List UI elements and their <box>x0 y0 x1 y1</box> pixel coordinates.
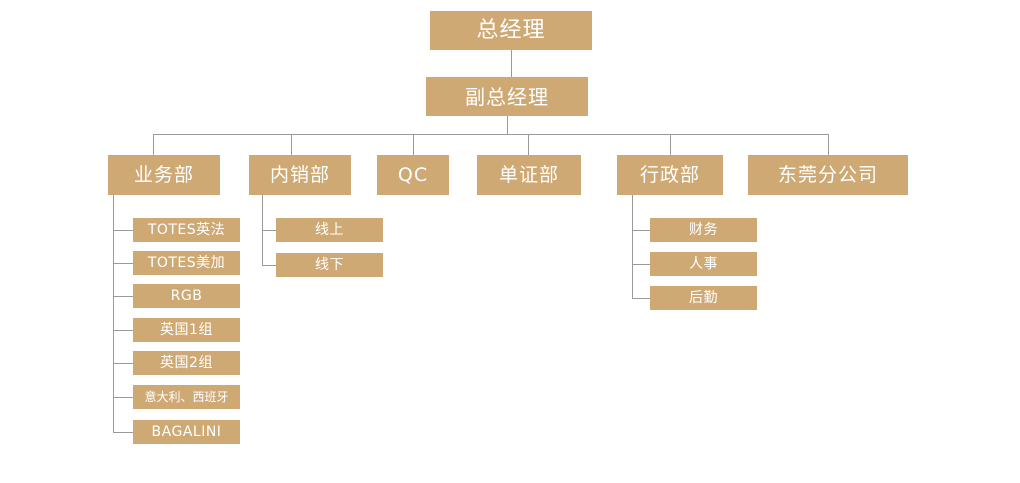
connector-root-to-deputy <box>511 50 512 77</box>
node-logistics[interactable]: 后勤 <box>650 286 757 310</box>
drop-to-dongguan-branch <box>828 134 829 155</box>
stub-admin-child-1 <box>632 230 650 231</box>
drop-to-domestic-dept <box>291 134 292 155</box>
spine-admin-dept <box>632 195 633 299</box>
node-general-manager[interactable]: 总经理 <box>430 11 592 50</box>
node-qc-dept[interactable]: QC <box>377 155 449 195</box>
stub-domestic-child-1 <box>262 230 276 231</box>
node-uk-group-1[interactable]: 英国1组 <box>133 318 240 342</box>
node-documents-dept[interactable]: 单证部 <box>477 155 581 195</box>
node-online-sales[interactable]: 线上 <box>276 218 383 242</box>
node-business-dept[interactable]: 业务部 <box>108 155 220 195</box>
node-totes-uk-france[interactable]: TOTES英法 <box>133 218 240 242</box>
drop-to-documents-dept <box>528 134 529 155</box>
stub-business-child-3 <box>113 296 133 297</box>
spine-business-dept <box>113 195 114 433</box>
node-bagalini[interactable]: BAGALINI <box>133 420 240 444</box>
stub-business-child-7 <box>113 432 133 433</box>
drop-to-business-dept <box>153 134 154 155</box>
node-finance[interactable]: 财务 <box>650 218 757 242</box>
node-italy-spain[interactable]: 意大利、西班牙 <box>133 385 240 409</box>
stub-business-child-1 <box>113 230 133 231</box>
node-totes-us-canada[interactable]: TOTES美加 <box>133 251 240 275</box>
stub-admin-child-2 <box>632 264 650 265</box>
node-dongguan-branch[interactable]: 东莞分公司 <box>748 155 908 195</box>
node-domestic-sales-dept[interactable]: 内销部 <box>249 155 351 195</box>
node-uk-group-2[interactable]: 英国2组 <box>133 351 240 375</box>
stub-domestic-child-2 <box>262 265 276 266</box>
node-human-resources[interactable]: 人事 <box>650 252 757 276</box>
drop-to-qc-dept <box>413 134 414 155</box>
stub-business-child-6 <box>113 397 133 398</box>
stub-admin-child-3 <box>632 298 650 299</box>
stub-business-child-4 <box>113 330 133 331</box>
node-rgb[interactable]: RGB <box>133 284 240 308</box>
stub-business-child-5 <box>113 363 133 364</box>
drop-to-admin-dept <box>670 134 671 155</box>
node-deputy-general-manager[interactable]: 副总经理 <box>426 77 588 116</box>
node-offline-sales[interactable]: 线下 <box>276 253 383 277</box>
node-admin-dept[interactable]: 行政部 <box>617 155 723 195</box>
stub-business-child-2 <box>113 263 133 264</box>
connector-deputy-to-bus <box>507 116 508 134</box>
bus-departments <box>153 134 829 135</box>
